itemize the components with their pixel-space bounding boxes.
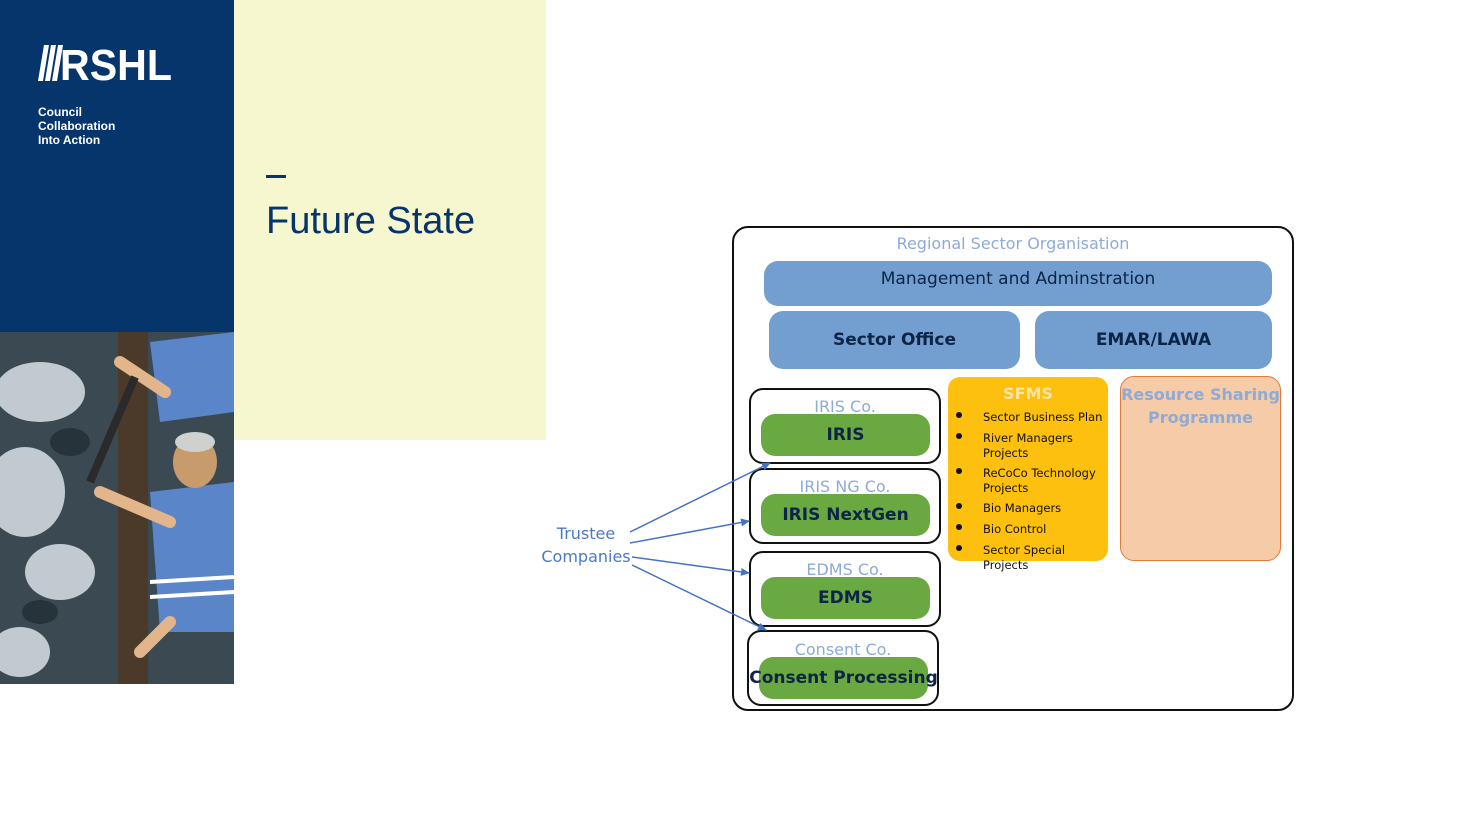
sfms-item: Sector Special Projects bbox=[983, 543, 1066, 572]
emar-lawa-bar: EMAR/LAWA bbox=[1035, 311, 1272, 369]
consent-co-label: Consent Co. bbox=[794, 640, 892, 659]
bullet-icon bbox=[956, 503, 962, 509]
sfms-item: ReCoCo Technology Projects bbox=[983, 466, 1096, 495]
sector-office-bar: Sector Office bbox=[769, 311, 1020, 369]
iris-ng-co-label: IRIS NG Co. bbox=[799, 477, 891, 496]
sfms-item: Bio Managers bbox=[983, 501, 1062, 515]
bullet-icon bbox=[956, 468, 962, 474]
iris-nextgen-bar: IRIS NextGen bbox=[761, 494, 930, 536]
regional-sector-organisation-label: Regional Sector Organisation bbox=[896, 234, 1130, 253]
tagline: Council Collaboration Into Action bbox=[38, 105, 115, 147]
trustee-companies-label: Trustee Companies bbox=[536, 522, 636, 568]
tagline-line-2: Collaboration bbox=[38, 119, 116, 133]
edms-co-label: EDMS Co. bbox=[806, 560, 884, 579]
sfms-box bbox=[948, 377, 1108, 561]
edms-bar: EDMS bbox=[761, 577, 930, 619]
resource-sharing-programme-box bbox=[1120, 376, 1281, 561]
logo-text: RSHL bbox=[60, 43, 172, 83]
sfms-title: SFMS bbox=[1003, 384, 1053, 403]
trustee-label-line-2: Companies bbox=[541, 547, 631, 566]
bullet-icon bbox=[956, 524, 962, 530]
tagline-line-3: Into Action bbox=[38, 133, 101, 147]
resource-sharing-programme-title: Resource Sharing Programme bbox=[1121, 385, 1280, 427]
consent-processing-bar: Consent Processing bbox=[749, 657, 938, 699]
sfms-item: Bio Control bbox=[983, 522, 1047, 536]
trustee-label-line-1: Trustee bbox=[556, 524, 616, 543]
sfms-item: Sector Business Plan bbox=[983, 410, 1103, 424]
iris-bar: IRIS bbox=[761, 414, 930, 456]
rowing-photo bbox=[0, 332, 234, 684]
iris-co-label: IRIS Co. bbox=[814, 397, 876, 416]
management-and-administration-bar: Management and Adminstration bbox=[764, 261, 1272, 306]
brand-panel bbox=[0, 0, 234, 332]
rshl-logo: RSHL bbox=[38, 43, 172, 83]
title-dash bbox=[266, 175, 286, 178]
iris-co-box bbox=[749, 388, 941, 464]
sfms-item: River Managers Projects bbox=[983, 431, 1073, 460]
bullet-icon bbox=[956, 545, 962, 551]
bullet-icon bbox=[956, 412, 962, 418]
slide-title: Future State bbox=[266, 200, 476, 242]
consent-co-box bbox=[747, 630, 939, 706]
tagline-line-1: Council bbox=[38, 105, 82, 119]
bullet-icon bbox=[956, 433, 962, 439]
title-panel bbox=[234, 0, 546, 440]
